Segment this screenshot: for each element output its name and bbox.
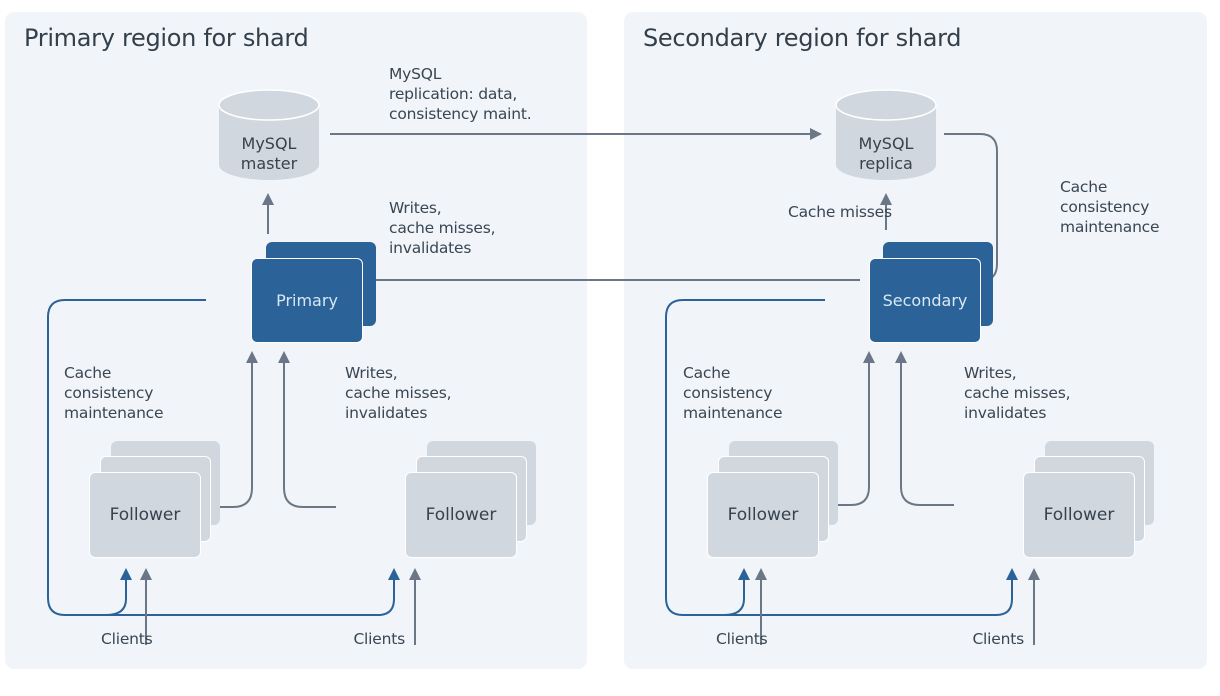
follower1-label: Follower [109, 505, 181, 525]
secondary-region-title: Secondary region for shard [643, 24, 962, 52]
replication-label: MySQL replication: data, consistency mai… [389, 65, 532, 123]
secondary-follower-writes-label: Writes, cache misses, invalidates [964, 364, 1071, 422]
clients3-label: Clients [716, 630, 768, 648]
clients4-label: Clients [972, 630, 1024, 648]
primary-cache-consistency-label: Cache consistency maintenance [64, 364, 164, 422]
follower2-to-primary-arrow [278, 351, 336, 508]
clients1-label: Clients [101, 630, 153, 648]
follower4-to-secondary-arrow [895, 351, 954, 506]
secondary-cache-consistency-label: Cache consistency maintenance [683, 364, 783, 422]
follower1-to-primary-arrow [199, 351, 258, 508]
primary-writes-label: Writes, cache misses, invalidates [389, 199, 496, 257]
primary-consistency-line [47, 299, 400, 616]
primary-cache-node[interactable]: Primary [251, 258, 363, 343]
mysql-master-db-icon [218, 89, 320, 180]
secondary-consistency-follower3-branch [723, 568, 750, 616]
secondary-node-label: Secondary [882, 291, 968, 310]
follower4-label: Follower [1043, 505, 1115, 525]
follower-node-1[interactable]: Follower [89, 472, 201, 558]
mysql-master-label: MySQL master [240, 134, 298, 173]
follower-node-3[interactable]: Follower [707, 472, 819, 558]
mysql-replica-label: MySQL replica [858, 134, 914, 173]
replica-consistency-label: Cache consistency maintenance [1060, 178, 1160, 236]
clients2-label: Clients [353, 630, 405, 648]
secondary-cache-node[interactable]: Secondary [869, 258, 981, 343]
primary-node-label: Primary [276, 291, 338, 310]
primary-consistency-follower1-branch [105, 568, 132, 616]
follower-node-2[interactable]: Follower [405, 472, 517, 558]
follower-node-4[interactable]: Follower [1023, 472, 1135, 558]
cache-misses-label: Cache misses [788, 203, 892, 221]
secondary-consistency-line [665, 299, 1018, 616]
primary-follower-writes-label: Writes, cache misses, invalidates [345, 364, 452, 422]
follower2-label: Follower [425, 505, 497, 525]
follower3-to-secondary-arrow [817, 351, 875, 506]
mysql-replica-db-icon [835, 89, 937, 180]
follower3-label: Follower [727, 505, 799, 525]
primary-region-title: Primary region for shard [24, 24, 309, 52]
